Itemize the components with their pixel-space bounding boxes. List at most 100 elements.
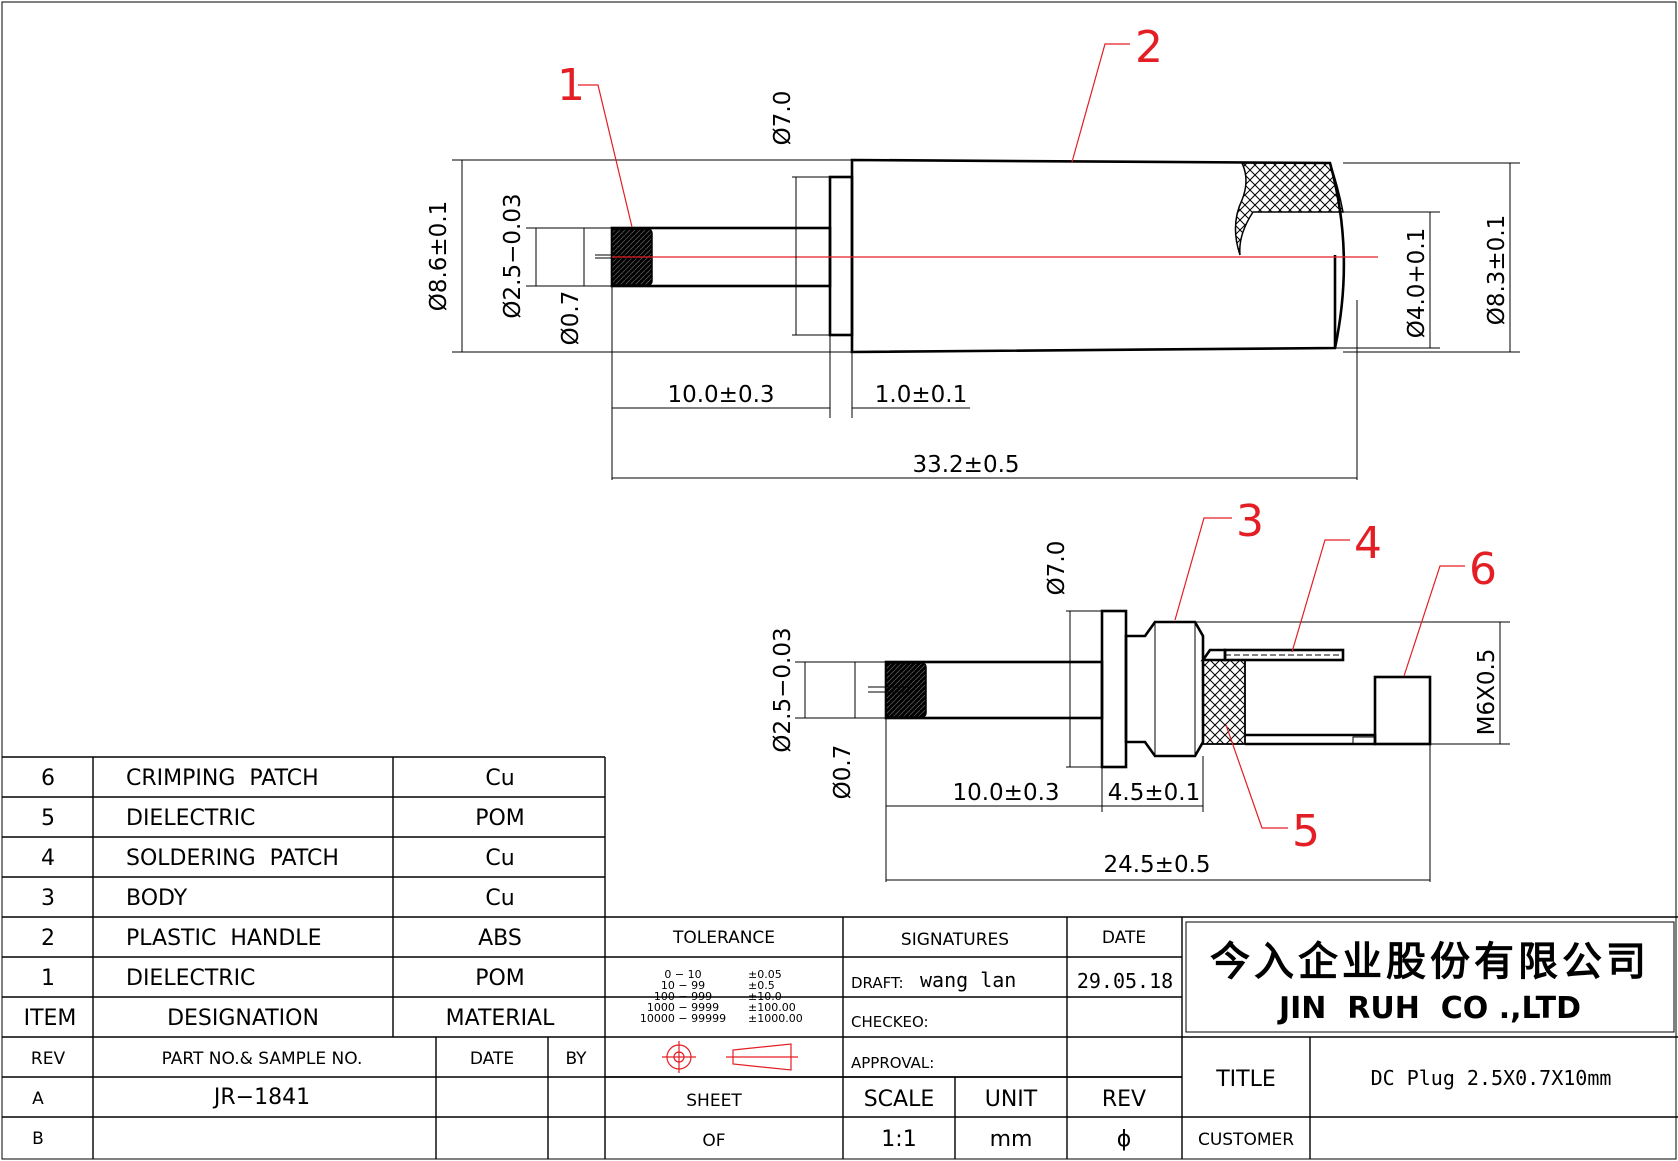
customer-label: CUSTOMER [1198, 1130, 1294, 1150]
section-dim-pin-length: 10.0±0.3 [952, 780, 1059, 806]
draft-name: wang lan [920, 968, 1016, 992]
of-label: OF [702, 1131, 725, 1151]
bom-header-item: ITEM [24, 1006, 77, 1031]
section-dim-total-length: 24.5±0.5 [1103, 852, 1210, 878]
tolerance-value: ±0.05 [748, 968, 782, 981]
unit-value: mm [990, 1127, 1033, 1152]
callout-6: 6 [1469, 544, 1497, 595]
tolerance-block: TOLERANCE 0 − 10 ±0.05 10 − 99 ±0.5 100 … [640, 928, 803, 1151]
title-value: DC Plug 2.5X0.7X10mm [1371, 1066, 1612, 1090]
tolerance-range: 10000 − 99999 [640, 1012, 726, 1025]
bom-row-designation: DIELECTRIC [126, 806, 255, 831]
callout-4: 4 [1354, 518, 1382, 569]
cutaway-hatch [1234, 162, 1344, 256]
rev-label: REV [1102, 1087, 1146, 1112]
company-block: 今入企业股份有限公司 JIN RUH CO .,LTD TITLE DC Plu… [1198, 939, 1650, 1150]
bom-row-material: Cu [485, 846, 514, 871]
bom-row-item: 4 [41, 846, 55, 871]
dim-flange-diameter: Ø7.0 [770, 91, 796, 146]
section-pin-knurl [885, 662, 927, 718]
side-view: Ø8.6±0.1 Ø2.5−0.03 Ø0.7 Ø7.0 Ø4.0+0.1 Ø8… [426, 22, 1520, 480]
bom-row-designation: PLASTIC HANDLE [126, 926, 321, 951]
bom-header-material: MATERIAL [446, 1006, 555, 1031]
scale-value: 1:1 [881, 1127, 916, 1152]
bom-table: 6 CRIMPING PATCH Cu 5 DIELECTRIC POM 4 S… [24, 766, 556, 1031]
dim-end-diameter: Ø8.3±0.1 [1484, 215, 1510, 326]
table-grid [2, 756, 1678, 1159]
section-dim-lines [795, 610, 1510, 882]
bom-row-material: Cu [485, 766, 514, 791]
side-dim-lines [452, 159, 1520, 480]
section-body [1124, 620, 1205, 758]
section-view: Ø7.0 Ø2.5−0.03 Ø0.7 M6X0.5 10.0±0.3 4.5±… [770, 496, 1510, 882]
tolerance-label: TOLERANCE [672, 928, 775, 948]
section-dim-body-length: 4.5±0.1 [1108, 780, 1200, 806]
company-name-cn: 今入企业股份有限公司 [1210, 939, 1650, 985]
bom-row-item: 1 [41, 966, 55, 991]
bom-row-designation: SOLDERING PATCH [126, 846, 339, 871]
tolerance-range: 10 − 99 [661, 979, 705, 992]
section-flange [1100, 609, 1128, 769]
bom-row-material: Cu [485, 886, 514, 911]
dim-total-length: 33.2±0.5 [912, 452, 1019, 478]
taper-symbol-icon [726, 1043, 798, 1071]
bom-header-designation: DESIGNATION [167, 1006, 319, 1031]
rev-value: ϕ [1117, 1127, 1132, 1152]
dim-pin-diameter: Ø2.5−0.03 [500, 193, 526, 318]
rev-row-part: JR−1841 [212, 1085, 310, 1110]
approval-label: APPROVAL: [851, 1054, 934, 1072]
dim-flange-length: 1.0±0.1 [875, 382, 967, 408]
section-dielectric [1202, 659, 1246, 745]
unit-label: UNIT [985, 1087, 1038, 1112]
bom-row-material: POM [475, 806, 525, 831]
callout-5: 5 [1292, 806, 1320, 857]
tolerance-value: ±10.0 [748, 990, 782, 1003]
tolerance-range: 1000 − 9999 [647, 1001, 719, 1014]
rev-header-by: BY [565, 1049, 587, 1069]
callout-2: 2 [1135, 22, 1163, 73]
tolerance-range: 100 − 999 [654, 990, 712, 1003]
tolerance-value: ±100.00 [748, 1001, 796, 1014]
section-dim-thread: M6X0.5 [1474, 649, 1500, 736]
bom-row-item: 5 [41, 806, 55, 831]
company-name-en: JIN RUH CO .,LTD [1277, 991, 1581, 1026]
bom-row-item: 6 [41, 766, 55, 791]
title-label: TITLE [1215, 1067, 1276, 1092]
dim-body-diameter: Ø8.6±0.1 [426, 201, 452, 312]
callout-1: 1 [557, 60, 585, 111]
sheet-label: SHEET [686, 1091, 742, 1111]
rev-row-rev: A [32, 1089, 44, 1109]
bom-row-material: ABS [478, 926, 522, 951]
section-dim-pin-diameter: Ø2.5−0.03 [770, 627, 796, 752]
draft-label: DRAFT: [851, 974, 904, 992]
dim-hole-diameter: Ø0.7 [558, 291, 584, 346]
dim-pin-length: 10.0±0.3 [667, 382, 774, 408]
tolerance-value: ±0.5 [748, 979, 775, 992]
tolerance-range: 0 − 10 [664, 968, 701, 981]
checked-label: CHECKEO: [851, 1013, 929, 1031]
projection-symbol-icon [662, 1041, 696, 1073]
signatures-date-label: DATE [1102, 928, 1146, 948]
rev-row-rev: B [32, 1129, 44, 1149]
dim-bore-diameter: Ø4.0+0.1 [1404, 228, 1430, 339]
section-dim-hole-diameter: Ø0.7 [830, 745, 856, 800]
tolerance-value: ±1000.00 [748, 1012, 803, 1025]
rev-header-rev: REV [31, 1049, 66, 1069]
bom-row-item: 2 [41, 926, 55, 951]
revision-table: REV PART NO.& SAMPLE NO. DATE BY A JR−18… [31, 1049, 587, 1149]
section-dim-flange-diameter: Ø7.0 [1044, 541, 1070, 596]
scale-label: SCALE [864, 1087, 935, 1112]
bom-row-designation: BODY [126, 886, 188, 911]
draft-date: 29.05.18 [1077, 969, 1173, 993]
section-crimping-patch [1373, 675, 1432, 746]
bom-row-item: 3 [41, 886, 55, 911]
bom-row-designation: CRIMPING PATCH [126, 766, 319, 791]
bom-row-designation: DIELECTRIC [126, 966, 255, 991]
callout-3: 3 [1236, 496, 1264, 547]
signatures-label: SIGNATURES [901, 930, 1009, 950]
flange-outline [828, 175, 854, 337]
rev-header-part: PART NO.& SAMPLE NO. [162, 1049, 363, 1069]
rev-header-date: DATE [470, 1049, 514, 1069]
